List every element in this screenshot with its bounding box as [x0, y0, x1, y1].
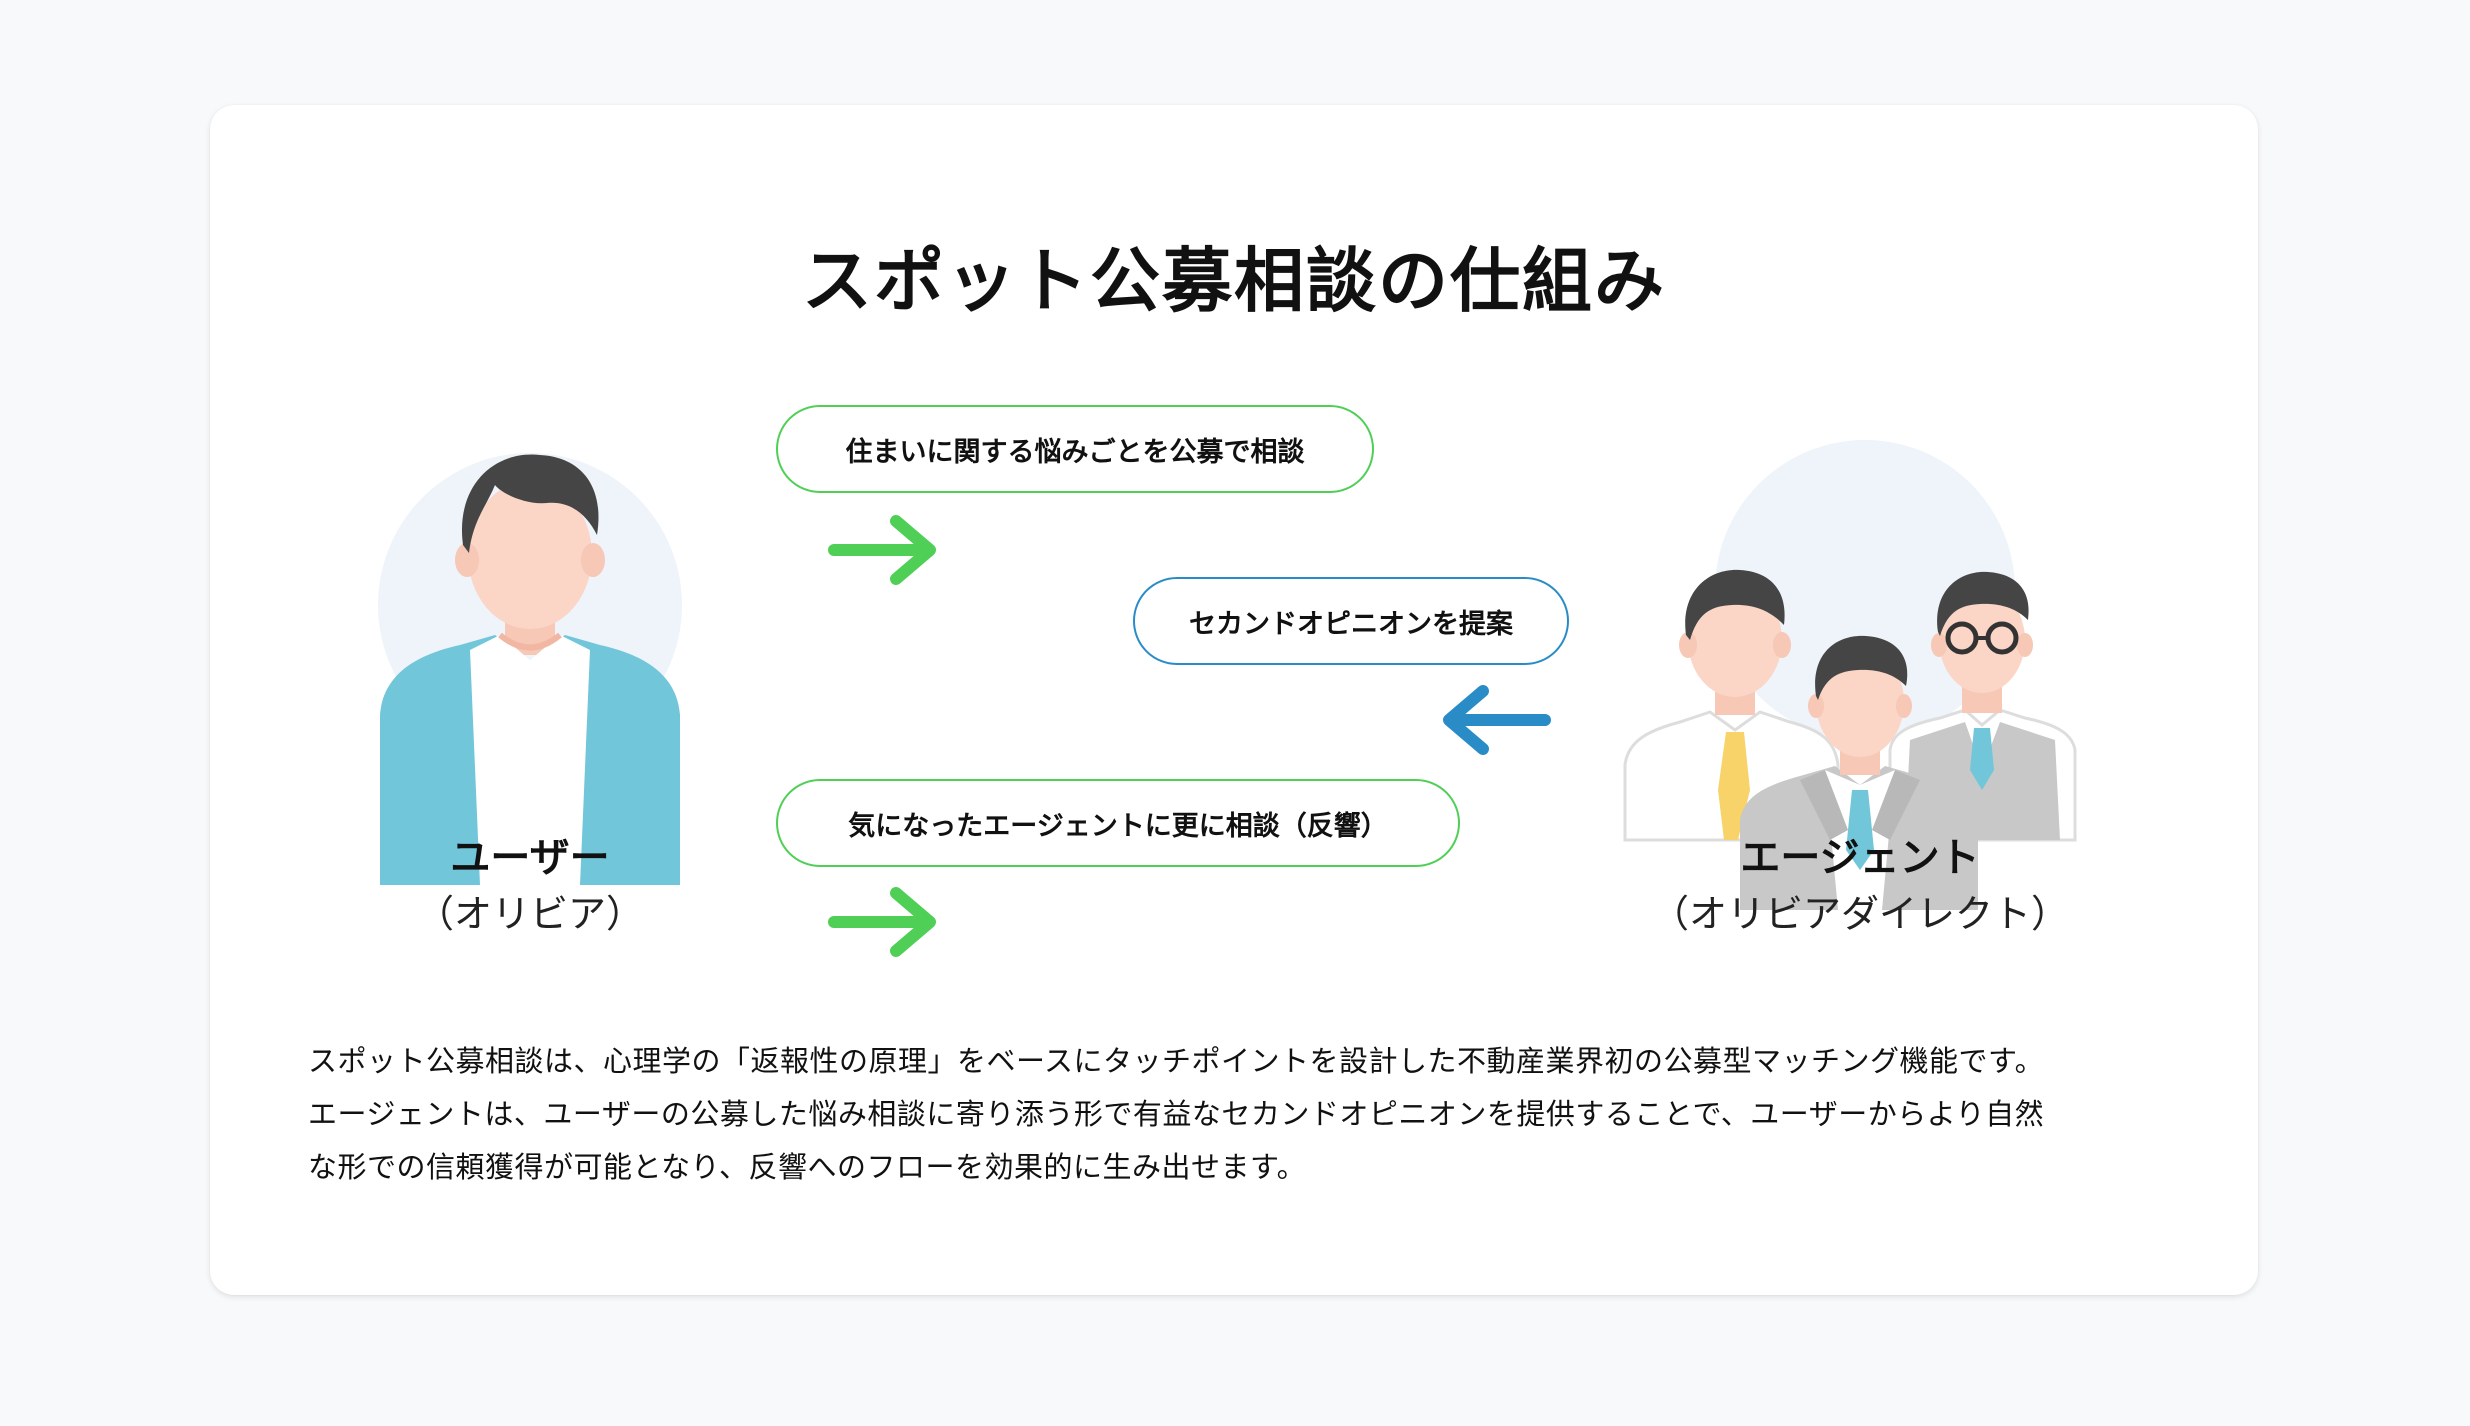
- flow-bubble-3: 気になったエージェントに更に相談（反響）: [776, 779, 1460, 867]
- agent-name: エージェント: [1740, 835, 1980, 881]
- flow-bubble-1: 住まいに関する悩みごとを公募で相談: [776, 405, 1374, 493]
- user-sub: （オリビア）: [415, 892, 644, 936]
- description-line: な形での信頼獲得が可能となり、反響へのフローを効果的に生み出せます。: [308, 1150, 1307, 1184]
- diagram-card: スポット公募相談の仕組み ユーザー （オリビア） 住まいに関する悩みごとを公募で…: [210, 105, 2258, 1295]
- user-name: ユーザー: [450, 835, 610, 881]
- description-line: エージェントは、ユーザーの公募した悩み相談に寄り添う形で有益なセカンドオピニオン…: [308, 1097, 2045, 1131]
- page-title: スポット公募相談の仕組み: [802, 240, 1666, 322]
- agents-group-icon: [1623, 440, 2077, 910]
- agent-sub: （オリビアダイレクト）: [1650, 892, 2069, 936]
- user-avatar-icon: [378, 453, 682, 885]
- arrow-right-icon: [828, 887, 936, 957]
- arrow-left-icon: [1443, 685, 1551, 755]
- flow-bubble-2: セカンドオピニオンを提案: [1133, 577, 1569, 665]
- arrow-right-icon: [828, 515, 936, 585]
- description-line: スポット公募相談は、心理学の「返報性の原理」をベースにタッチポイントを設計した不…: [308, 1044, 2045, 1078]
- description: スポット公募相談は、心理学の「返報性の原理」をベースにタッチポイントを設計した不…: [308, 1035, 2168, 1194]
